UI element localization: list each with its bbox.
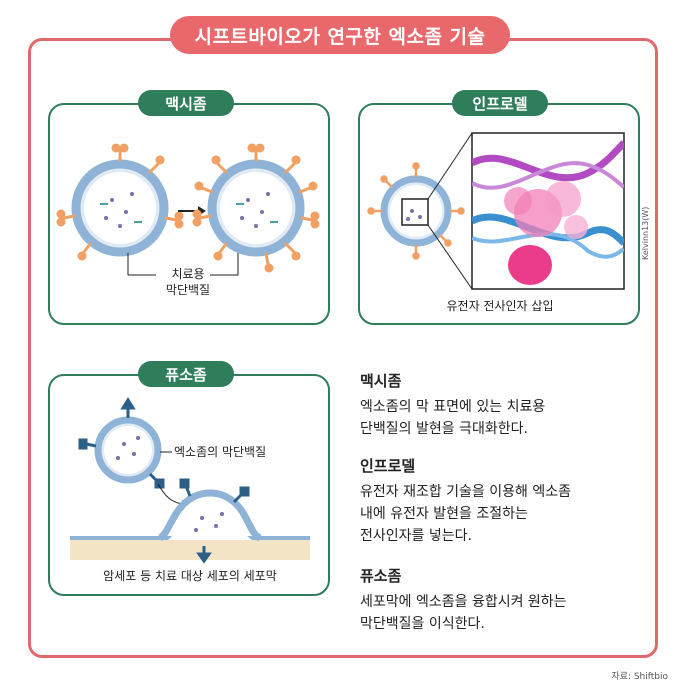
dna-helix [472, 140, 624, 285]
description-line: 막단백질을 이식한다. [360, 616, 485, 632]
description-line: 엑소좀의 막 표면에 있는 치료용 [360, 399, 546, 415]
infrodel-illustration [367, 132, 625, 290]
fusing-exosome [157, 478, 262, 564]
description-heading: 퓨소좀 [360, 567, 402, 585]
description-line: 세포막에 엑소좀을 융합시켜 원하는 [360, 594, 567, 610]
zoom-lines [427, 132, 473, 290]
fusosome-bottom-label: 암세포 등 치료 대상 세포의 세포막 [103, 569, 277, 583]
exosome-top [78, 397, 165, 489]
exosome-right [192, 143, 320, 273]
description-infrodel: 인프로델 유전자 재조합 기술을 이용해 엑소좀 내에 유전자 발현을 조절하는… [360, 455, 650, 547]
exosome-small [367, 162, 465, 260]
fusosome-tab: 퓨소좀 [138, 361, 234, 387]
description-line: 유전자 재조합 기술을 이용해 엑소좀 [360, 484, 571, 500]
infrodel-tab: 인프로델 [452, 90, 548, 116]
maxisome-tab: 맥시좀 [138, 90, 234, 116]
description-line: 전사인자를 넣는다. [360, 528, 472, 544]
fusosome-callout: 엑소좀의 막단백질 [174, 445, 267, 459]
infrodel-label: 유전자 전사인자 삽입 [446, 299, 554, 313]
source-credit: 자료: Shiftbio [611, 672, 668, 682]
fusosome-illustration [70, 397, 310, 564]
cell-membrane [70, 538, 310, 560]
maxisome-illustration [56, 143, 320, 276]
description-line: 단백질의 발현을 극대화한다. [360, 421, 528, 437]
exosome-left [56, 143, 184, 261]
maxisome-label-line2: 막단백질 [165, 283, 211, 297]
side-credit: Kelvinn13(W) [641, 206, 650, 260]
description-maxisome: 맥시좀 엑소좀의 막 표면에 있는 치료용 단백질의 발현을 극대화한다. [360, 370, 650, 440]
description-heading: 인프로델 [360, 457, 416, 475]
description-heading: 맥시좀 [360, 372, 402, 390]
description-line: 내에 유전자 발현을 조절하는 [360, 506, 528, 522]
page-title: 시프트바이오가 연구한 엑소좀 기술 [170, 16, 510, 54]
label-connector [127, 253, 239, 276]
description-fusosome: 퓨소좀 세포막에 엑소좀을 융합시켜 원하는 막단백질을 이식한다. [360, 565, 650, 635]
maxisome-label-line1: 치료용 [171, 267, 205, 281]
curve-arrow-icon [157, 483, 183, 505]
